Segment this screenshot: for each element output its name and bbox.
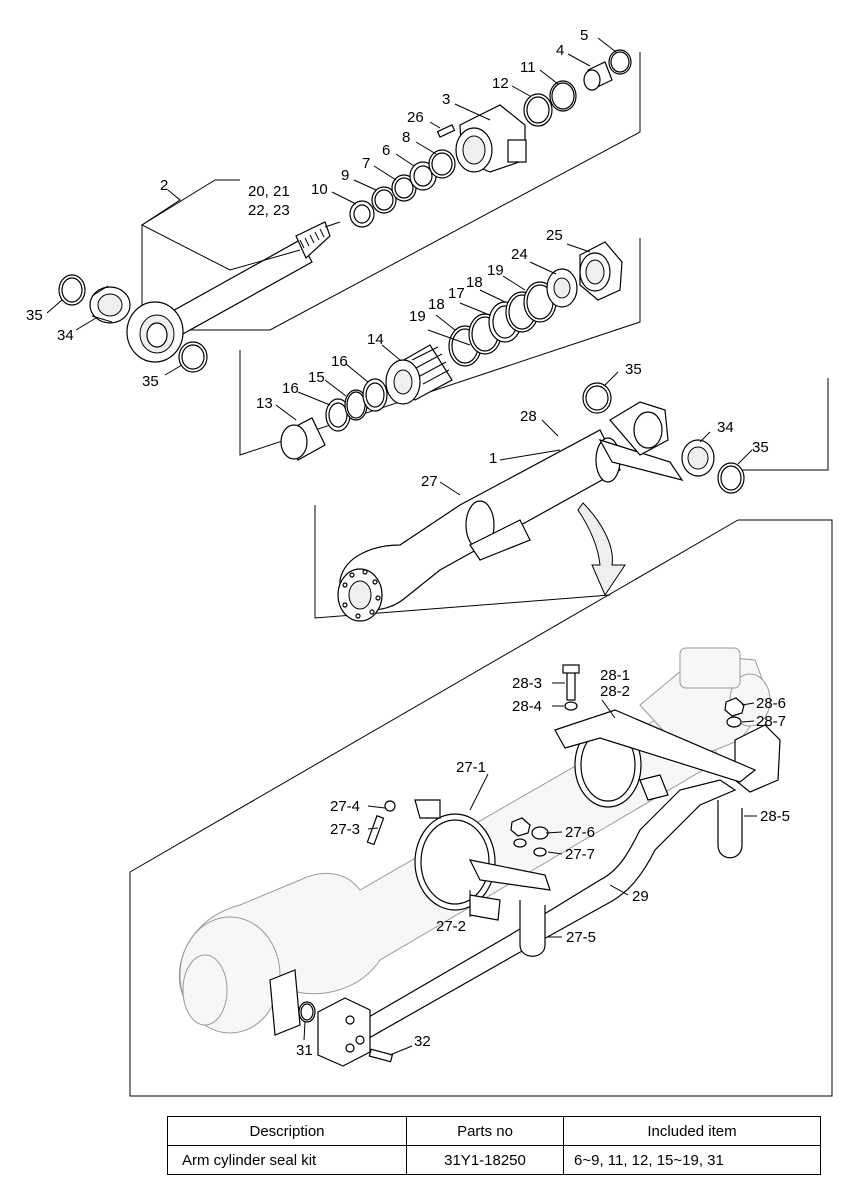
callout-28-2: 28-2 (600, 683, 630, 700)
callout-28-6: 28-6 (756, 695, 786, 712)
callout-28-4: 28-4 (512, 698, 542, 715)
seal-kit-table: Description Parts no Included item Arm c… (167, 1116, 821, 1175)
callout-14: 14 (367, 331, 384, 348)
rod-assembly (58, 49, 632, 373)
callout-28-1: 28-1 (600, 667, 630, 684)
callout-27-4: 27-4 (330, 798, 360, 815)
callout-27: 27 (421, 473, 438, 490)
detail-view (178, 647, 781, 1067)
cell-included-item: 6~9, 11, 12, 15~19, 31 (563, 1145, 821, 1175)
callout-18-a: 18 (466, 274, 483, 291)
callout-32: 32 (414, 1033, 431, 1050)
header-description: Description (167, 1116, 407, 1146)
callout-16-a: 16 (331, 353, 348, 370)
header-included-item: Included item (563, 1116, 821, 1146)
callout-34-a: 34 (57, 327, 74, 344)
callout-3: 3 (442, 91, 450, 108)
callout-4: 4 (556, 42, 564, 59)
table-row: Arm cylinder seal kit 31Y1-18250 6~9, 11… (167, 1145, 821, 1175)
piston-assembly (280, 241, 623, 461)
callout-9: 9 (341, 167, 349, 184)
callout-11: 11 (520, 59, 536, 76)
cell-parts-no: 31Y1-18250 (406, 1145, 564, 1175)
callout-29: 29 (632, 888, 649, 905)
leader-lines (46, 37, 757, 1056)
callout-15: 15 (308, 369, 325, 386)
cell-description: Arm cylinder seal kit (167, 1145, 407, 1175)
panel-outlines (129, 52, 833, 1097)
callout-13: 13 (256, 395, 273, 412)
callout-31: 31 (296, 1042, 313, 1059)
callout-27-6: 27-6 (565, 824, 595, 841)
callout-22-23: 22, 23 (248, 202, 290, 219)
callout-35-d: 35 (752, 439, 769, 456)
callout-35-c: 35 (625, 361, 642, 378)
callout-27-7: 27-7 (565, 846, 595, 863)
callout-28-3: 28-3 (512, 675, 542, 692)
callout-19-b: 19 (409, 308, 426, 325)
callout-27-5: 27-5 (566, 929, 596, 946)
callout-18-b: 18 (428, 296, 445, 313)
callout-7: 7 (362, 155, 370, 172)
callout-35-b: 35 (142, 373, 159, 390)
callout-27-3: 27-3 (330, 821, 360, 838)
callout-27-2: 27-2 (436, 918, 466, 935)
callout-1: 1 (489, 450, 497, 467)
callout-17: 17 (448, 285, 465, 302)
callout-35-a: 35 (26, 307, 43, 324)
callout-10: 10 (311, 181, 328, 198)
header-parts-no: Parts no (406, 1116, 564, 1146)
callout-19-a: 19 (487, 262, 504, 279)
tube-assembly (337, 382, 745, 622)
arm-cylinder-exploded-diagram: 5 4 11 12 3 26 8 6 7 9 10 2 20, 21 22, 2… (26, 27, 833, 1097)
callout-28: 28 (520, 408, 537, 425)
callout-5: 5 (580, 27, 588, 44)
callout-26: 26 (407, 109, 424, 126)
callout-25: 25 (546, 227, 563, 244)
callout-24: 24 (511, 246, 528, 263)
callout-28-7: 28-7 (756, 713, 786, 730)
callout-2: 2 (160, 177, 168, 194)
callout-labels: 5 4 11 12 3 26 8 6 7 9 10 2 20, 21 22, 2… (26, 27, 790, 1059)
callout-12: 12 (492, 75, 509, 92)
callout-6: 6 (382, 142, 390, 159)
table-header-row: Description Parts no Included item (167, 1116, 821, 1146)
callout-34-b: 34 (717, 419, 734, 436)
callout-28-5: 28-5 (760, 808, 790, 825)
callout-27-1: 27-1 (456, 759, 486, 776)
callout-16-b: 16 (282, 380, 299, 397)
callout-8: 8 (402, 129, 410, 146)
callout-20-21: 20, 21 (248, 183, 290, 200)
